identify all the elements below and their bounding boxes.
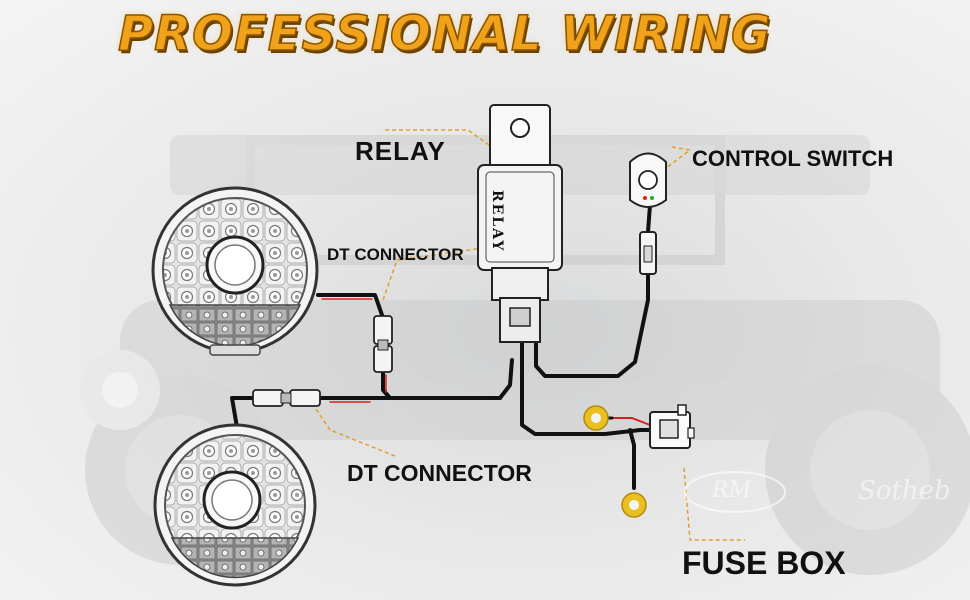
watermark-text: Sotheb <box>858 476 951 506</box>
dt-connector-upper <box>373 315 393 373</box>
fuse-box-label: FUSE BOX <box>682 545 846 581</box>
watermark-logo: RM <box>712 478 752 503</box>
dt-connector-lower-label: DT CONNECTOR <box>347 460 532 486</box>
control-switch <box>629 152 667 275</box>
ring-terminal-ground <box>621 492 647 518</box>
led-light-upper <box>151 186 319 356</box>
fuse-box <box>649 404 695 449</box>
ring-terminal-power <box>583 405 609 431</box>
page-title: PROFESSIONAL WIRING <box>117 5 772 63</box>
relay-label: RELAY <box>355 136 446 166</box>
dt-connector-upper-label: DT CONNECTOR <box>327 245 464 264</box>
relay <box>477 104 563 343</box>
relay-body-text: RELAY <box>489 190 505 253</box>
led-light-lower <box>153 423 317 587</box>
watermark-logo-shape <box>684 471 786 513</box>
control-switch-label: CONTROL SWITCH <box>692 146 894 171</box>
background-vehicle <box>80 135 970 575</box>
wire-harness <box>230 203 652 490</box>
dt-connector-lower <box>252 389 321 407</box>
